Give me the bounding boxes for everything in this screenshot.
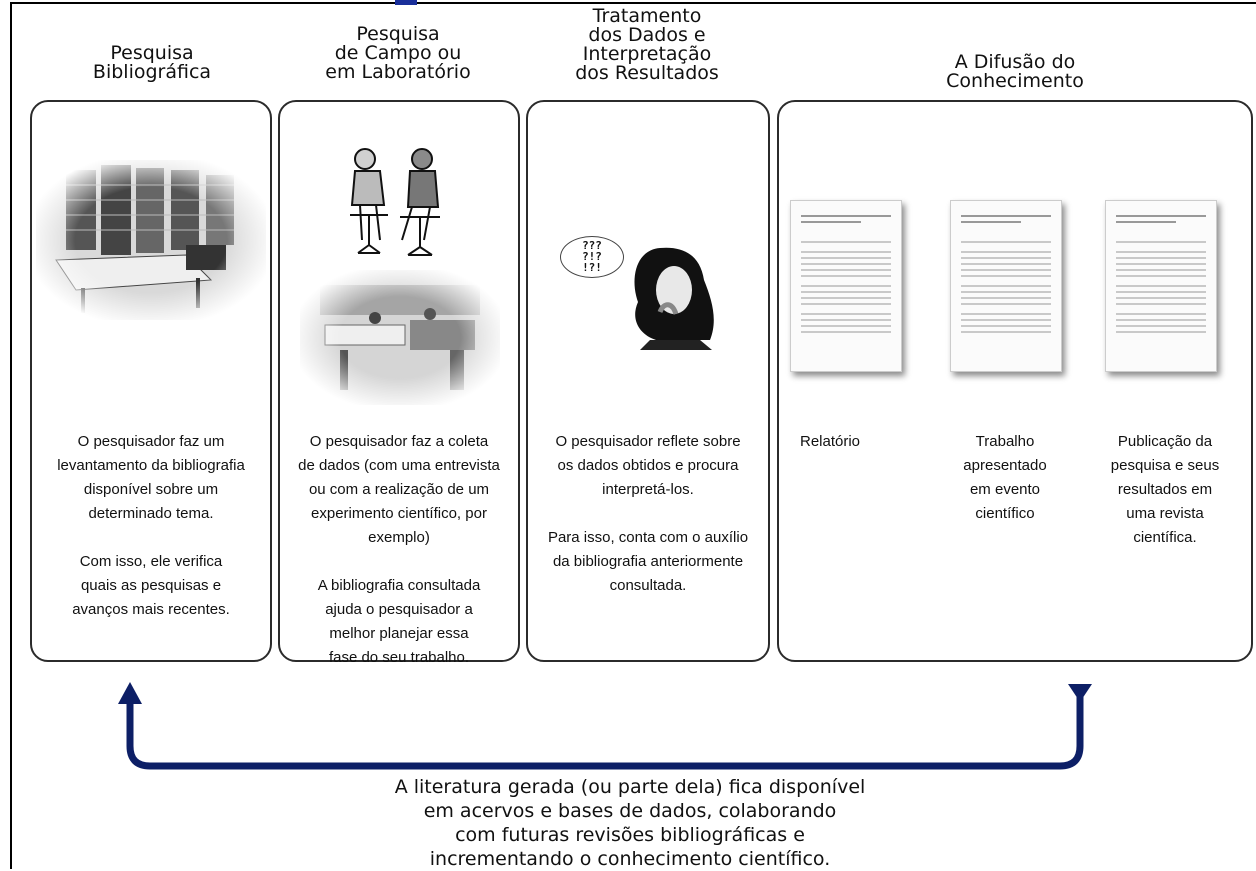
column-title-data-treatment: Tratamento dos Dados e Interpretação dos… <box>575 5 719 84</box>
thought-bubble: ??? ?!? !?! <box>560 236 624 278</box>
output-label-journal-article: Publicação da pesquisa e seus resultados… <box>1110 433 1220 546</box>
feedback-caption: A literatura gerada (ou parte dela) fica… <box>394 776 866 870</box>
column-title-field-lab: Pesquisa de Campo ou em Laboratório <box>325 23 471 83</box>
column-title-dissemination: A Difusão do Conhecimento <box>946 51 1084 92</box>
cropped-accent-mark <box>395 0 417 5</box>
output-label-event-paper: Trabalho apresentado em evento científic… <box>963 433 1047 522</box>
panel-dissemination <box>777 100 1253 662</box>
document-event-paper-image <box>950 200 1062 372</box>
arrow-head-down <box>1068 684 1092 702</box>
top-border-line <box>10 2 1256 4</box>
description-field-lab: O pesquisador faz a coleta de dados (com… <box>298 433 500 666</box>
feedback-arrow <box>118 682 1092 770</box>
interview-image <box>350 148 440 256</box>
library-image <box>36 160 266 320</box>
laboratory-image <box>300 270 500 405</box>
left-border-line <box>10 2 12 869</box>
column-title-bibliographic: Pesquisa Bibliográfica <box>92 42 212 83</box>
description-data-treatment: O pesquisador reflete sobre os dados obt… <box>547 433 749 594</box>
arrow-head-up <box>118 682 142 704</box>
document-journal-article-image <box>1105 200 1217 372</box>
thinking-marks: ??? ?!? !?! <box>582 239 602 274</box>
thinking-woman-image <box>634 247 714 350</box>
panel-data-treatment <box>526 100 770 662</box>
output-label-report: Relatório <box>800 433 861 450</box>
document-report-image <box>790 200 902 372</box>
description-bibliographic: O pesquisador faz um levantamento da bib… <box>57 433 245 618</box>
